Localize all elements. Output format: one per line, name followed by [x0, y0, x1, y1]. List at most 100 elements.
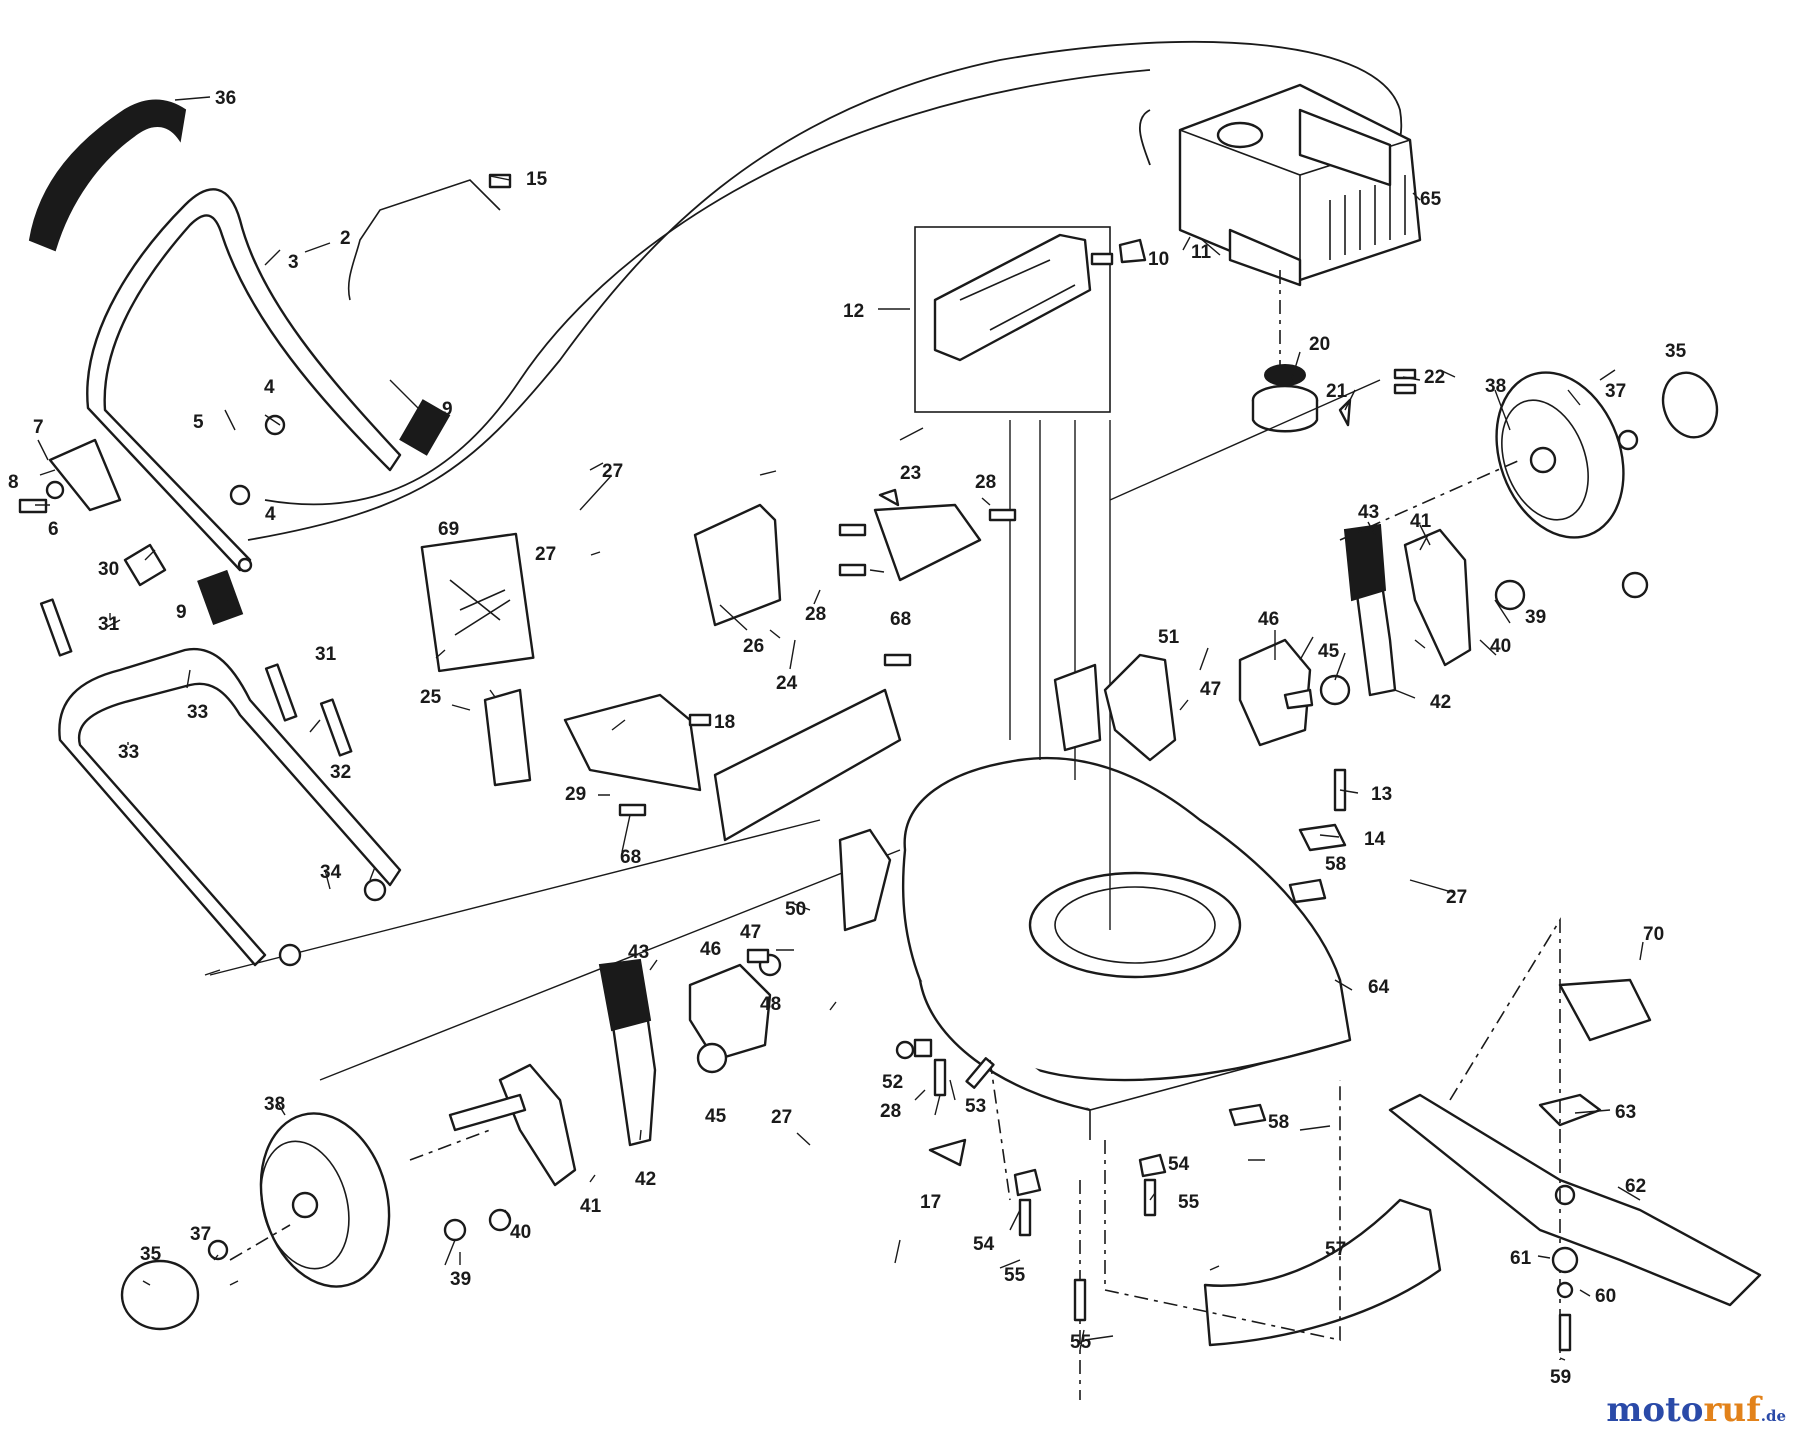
part-label: 40: [510, 1222, 531, 1243]
part-label: 7: [33, 417, 44, 438]
part-label: 27: [602, 461, 623, 482]
assembly-line-5: [409, 1129, 491, 1161]
logo-text-ruf: ruf: [1703, 1390, 1761, 1430]
part-label: 64: [1368, 977, 1390, 998]
part-label: 3: [288, 252, 299, 273]
mower-blade: [1388, 1093, 1762, 1307]
wheel-cap-upper: [1661, 371, 1719, 439]
assembly-line-3: [1104, 1080, 1341, 1341]
part-label: 58: [1268, 1112, 1289, 1133]
part-label: 37: [190, 1224, 211, 1245]
part-label: 4: [265, 504, 276, 525]
part-label: 26: [743, 636, 764, 657]
part-label: 46: [1258, 609, 1279, 630]
chute-pivot-bracket: [483, 688, 532, 787]
part-label: 12: [843, 301, 864, 322]
part-label: 11: [1191, 242, 1212, 263]
mower-deck: [901, 756, 1352, 1140]
part-label: 4: [264, 377, 275, 398]
part-label: 25: [420, 687, 442, 708]
adjuster-plate-front: [688, 963, 772, 1062]
part-label: 23: [900, 463, 921, 484]
part-label: 28: [805, 604, 826, 625]
part-label: 8: [8, 472, 19, 493]
adjuster-plate-rear: [1238, 638, 1312, 747]
chute-insert-box: [914, 226, 1111, 413]
axle-bracket-rear: [1403, 528, 1472, 667]
part-label: 57: [1325, 1239, 1346, 1260]
drive-pulley: [1251, 364, 1319, 433]
throttle-cable-inner: [264, 69, 1151, 506]
lower-handle: [58, 647, 402, 967]
upper-handle: [86, 188, 402, 573]
part-label: 37: [1605, 381, 1626, 402]
blade-bolt-cap: [1538, 1093, 1602, 1127]
part-label: 58: [1325, 854, 1346, 875]
deck-cable-line: [209, 819, 901, 1081]
part-label: 17: [920, 1192, 941, 1213]
part-label: 27: [771, 1107, 792, 1128]
part-label: 43: [628, 942, 649, 963]
part-label: 35: [1665, 341, 1687, 362]
deck-skirt: [1203, 1198, 1442, 1347]
handle-grip: [28, 99, 187, 252]
discharge-deflector: [563, 693, 702, 792]
part-label: 39: [450, 1269, 471, 1290]
part-label: 45: [705, 1106, 727, 1127]
part-label: 42: [635, 1169, 656, 1190]
part-label: 55: [1178, 1192, 1200, 1213]
part-label: 40: [1490, 636, 1511, 657]
label-leaders: [35, 96, 1644, 1361]
part-label: 41: [580, 1196, 602, 1217]
part-label: 38: [264, 1094, 285, 1115]
part-label: 55: [1070, 1332, 1092, 1353]
part-label: 24: [776, 673, 798, 694]
part-label: 54: [1168, 1154, 1190, 1175]
part-label: 68: [890, 609, 911, 630]
part-label: 9: [176, 602, 187, 623]
part-label: 51: [1158, 627, 1180, 648]
part-label: 10: [1148, 249, 1169, 270]
part-label: 30: [98, 559, 119, 580]
part-label: 53: [965, 1096, 986, 1117]
part-label: 20: [1309, 334, 1330, 355]
part-labels: 2 3 4 4 5 6 7 8 9 9 10 11 12 13 14 15 17…: [8, 88, 1687, 1388]
part-label: 70: [1643, 924, 1664, 945]
hardware-glyphs: [18, 173, 1649, 1352]
discharge-chute-top: [873, 503, 982, 582]
part-label: 22: [1424, 367, 1445, 388]
part-label: 47: [740, 922, 761, 943]
part-label: 32: [330, 762, 351, 783]
part-label: 65: [1420, 189, 1442, 210]
part-label: 36: [215, 88, 236, 109]
part-label: 59: [1550, 1367, 1571, 1388]
assembly-line-4: [989, 1059, 1081, 1400]
part-label: 68: [620, 847, 641, 868]
part-label: 46: [700, 939, 721, 960]
part-label: 47: [1200, 679, 1221, 700]
wheel-cap-lower: [120, 1259, 200, 1331]
front-wheel: [259, 1112, 391, 1288]
part-label: 27: [535, 544, 556, 565]
part-label: 60: [1595, 1286, 1616, 1307]
part-label: 48: [760, 994, 781, 1015]
part-label: 14: [1364, 829, 1386, 850]
part-label: 55: [1004, 1265, 1026, 1286]
part-label: 63: [1615, 1102, 1636, 1123]
logo-text-moto: moto: [1606, 1390, 1704, 1430]
part-label: 18: [714, 712, 735, 733]
part-label: 43: [1358, 502, 1379, 523]
part-label: 31: [98, 614, 120, 635]
part-label: 29: [565, 784, 586, 805]
blade-adapter: [1558, 978, 1652, 1042]
part-label: 61: [1510, 1248, 1532, 1269]
assembly-line-2: [1449, 917, 1561, 1360]
motoruf-logo[interactable]: motoruf.de: [1606, 1390, 1786, 1430]
part-label: 28: [880, 1101, 901, 1122]
part-label: 41: [1410, 511, 1432, 532]
part-label: 33: [187, 702, 208, 723]
part-label: 34: [320, 862, 342, 883]
rear-wheel: [1495, 371, 1625, 539]
engine: [1178, 83, 1422, 287]
